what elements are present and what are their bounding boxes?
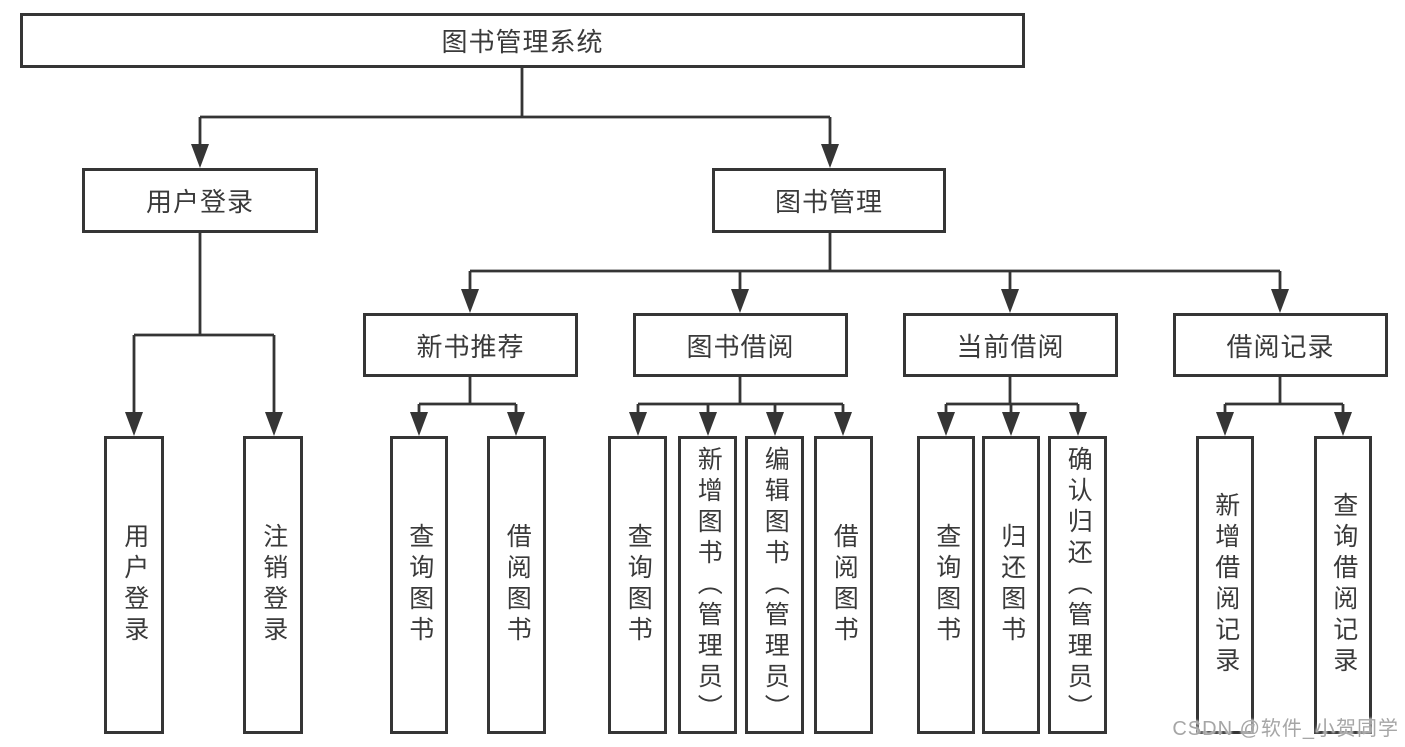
arrow-down-icon	[461, 289, 479, 313]
node-leaf-query-borrow-record: 查询借阅记录	[1314, 436, 1372, 734]
node-book-management: 图书管理	[712, 168, 946, 233]
node-label: 确认归还（管理员）	[1064, 445, 1093, 725]
node-leaf-edit-books-admin: 编辑图书（管理员）	[745, 436, 804, 734]
node-label: 新增图书（管理员）	[694, 445, 723, 725]
arrow-down-icon	[1069, 412, 1087, 436]
node-label: 查询借阅记录	[1329, 492, 1358, 678]
node-label: 编辑图书（管理员）	[761, 445, 790, 725]
arrow-down-icon	[191, 144, 209, 168]
node-label: 查询图书	[932, 523, 961, 647]
csdn-watermark: CSDN @软件_小贺同学	[1172, 718, 1399, 740]
node-label: 用户登录	[145, 187, 254, 217]
node-label: 注销登录	[259, 523, 288, 647]
node-leaf-confirm-return-admin: 确认归还（管理员）	[1048, 436, 1107, 734]
arrow-down-icon	[265, 412, 283, 436]
arrow-down-icon	[629, 412, 647, 436]
arrow-down-icon	[1271, 289, 1289, 313]
arrow-down-icon	[1334, 412, 1352, 436]
node-label: 查询图书	[624, 523, 653, 647]
node-leaf-user-login: 用户登录	[104, 436, 164, 734]
node-current-borrowing: 当前借阅	[903, 313, 1118, 377]
arrow-down-icon	[834, 412, 852, 436]
arrow-down-icon	[1216, 412, 1234, 436]
node-label: 借阅图书	[503, 523, 532, 647]
node-label: 查询图书	[405, 523, 434, 647]
arrow-down-icon	[699, 412, 717, 436]
node-leaf-add-borrow-record: 新增借阅记录	[1196, 436, 1254, 734]
arrow-down-icon	[766, 412, 784, 436]
node-label: 新增借阅记录	[1211, 492, 1240, 678]
arrow-down-icon	[1001, 289, 1019, 313]
node-leaf-return-books: 归还图书	[982, 436, 1040, 734]
arrow-down-icon	[410, 412, 428, 436]
node-leaf-query-books-3: 查询图书	[917, 436, 975, 734]
arrow-down-icon	[507, 412, 525, 436]
arrow-down-icon	[937, 412, 955, 436]
node-leaf-query-books-1: 查询图书	[390, 436, 448, 734]
node-new-book-recommend: 新书推荐	[363, 313, 578, 377]
node-book-borrowing: 图书借阅	[633, 313, 848, 377]
node-label: 借阅图书	[830, 523, 859, 647]
node-leaf-add-books-admin: 新增图书（管理员）	[678, 436, 737, 734]
node-label: 归还图书	[997, 523, 1026, 647]
node-label: 当前借阅	[956, 331, 1065, 362]
node-user-login: 用户登录	[82, 168, 318, 233]
node-borrow-records: 借阅记录	[1173, 313, 1388, 377]
node-leaf-logout: 注销登录	[243, 436, 303, 734]
node-label: 新书推荐	[416, 331, 525, 362]
node-library-management-system: 图书管理系统	[20, 13, 1025, 68]
node-label: 图书管理	[774, 187, 883, 217]
arrow-down-icon	[731, 289, 749, 313]
arrow-down-icon	[125, 412, 143, 436]
arrow-down-icon	[1002, 412, 1020, 436]
node-leaf-query-books-2: 查询图书	[608, 436, 667, 734]
node-label: 借阅记录	[1226, 331, 1335, 362]
arrow-down-icon	[821, 144, 839, 168]
node-leaf-borrow-books-1: 借阅图书	[487, 436, 546, 734]
node-leaf-borrow-books-2: 借阅图书	[814, 436, 873, 734]
node-label: 图书借阅	[686, 331, 795, 362]
node-label: 图书管理系统	[441, 27, 604, 57]
node-label: 用户登录	[120, 523, 149, 647]
